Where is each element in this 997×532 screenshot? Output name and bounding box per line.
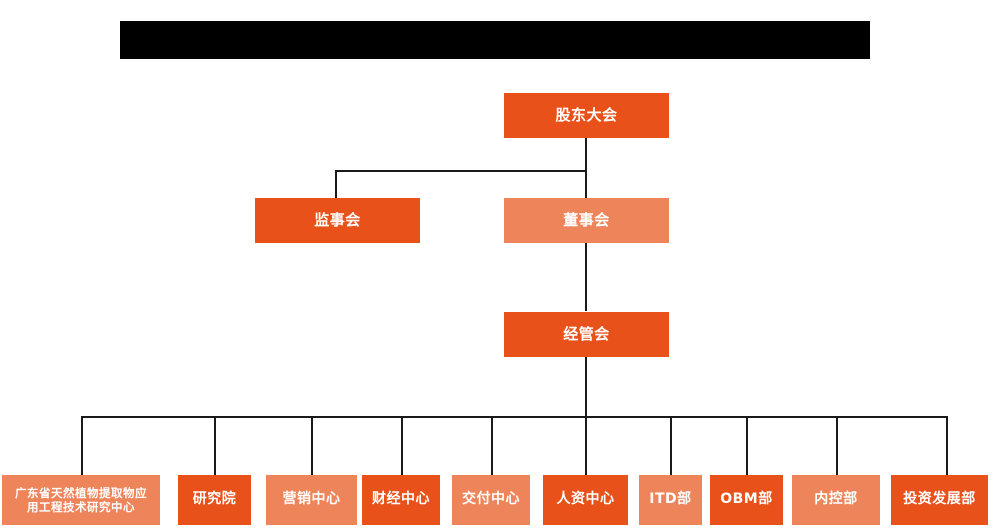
connector-drop-dept-7 xyxy=(670,416,672,475)
department-label-1: 广东省天然植物提取物应 用工程技术研究中心 xyxy=(15,485,147,514)
department-box-4[interactable]: 财经中心 xyxy=(362,475,440,525)
node-shareholders-meeting-label: 股东大会 xyxy=(555,106,618,125)
department-label-5: 交付中心 xyxy=(462,491,520,508)
connector-drop-dept-8 xyxy=(746,416,748,475)
redacted-title-bar xyxy=(120,21,870,59)
department-label-6: 人资中心 xyxy=(556,491,615,508)
connector-drop-dept-2 xyxy=(214,416,216,475)
node-board-of-directors-label: 董事会 xyxy=(563,211,610,230)
department-label-7: ITD部 xyxy=(649,491,692,508)
department-box-8[interactable]: OBM部 xyxy=(710,475,783,525)
department-box-7[interactable]: ITD部 xyxy=(639,475,702,525)
node-board-of-directors[interactable]: 董事会 xyxy=(504,198,669,243)
connector-drop-dept-3 xyxy=(311,416,313,475)
department-label-3: 营销中心 xyxy=(282,491,341,508)
department-box-10[interactable]: 投资发展部 xyxy=(891,475,988,525)
connector-management-to-bus xyxy=(585,357,587,417)
node-shareholders-meeting[interactable]: 股东大会 xyxy=(504,93,669,138)
department-box-6[interactable]: 人资中心 xyxy=(543,475,628,525)
node-management-committee[interactable]: 经管会 xyxy=(504,312,669,357)
department-box-5[interactable]: 交付中心 xyxy=(452,475,530,525)
connector-directors-to-management xyxy=(585,243,587,311)
connector-department-bus xyxy=(81,416,947,418)
connector-drop-dept-10 xyxy=(946,416,948,475)
node-board-of-supervisors-label: 监事会 xyxy=(314,211,361,230)
connector-branch-to-supervisors xyxy=(335,170,586,172)
department-label-4: 财经中心 xyxy=(372,491,430,508)
connector-drop-dept-9 xyxy=(836,416,838,475)
connector-drop-dept-5 xyxy=(491,416,493,475)
connector-drop-dept-4 xyxy=(401,416,403,475)
department-label-8: OBM部 xyxy=(720,491,773,508)
department-box-9[interactable]: 内控部 xyxy=(792,475,880,525)
department-box-3[interactable]: 营销中心 xyxy=(266,475,357,525)
connector-drop-dept-6 xyxy=(585,416,587,475)
connector-drop-dept-1 xyxy=(81,416,83,475)
department-label-9: 内控部 xyxy=(814,491,858,508)
department-label-2: 研究院 xyxy=(192,491,237,508)
connector-shareholders-to-directors xyxy=(585,138,587,198)
department-box-1[interactable]: 广东省天然植物提取物应 用工程技术研究中心 xyxy=(2,475,160,525)
node-management-committee-label: 经管会 xyxy=(563,325,610,344)
department-box-2[interactable]: 研究院 xyxy=(178,475,251,525)
connector-drop-supervisors xyxy=(335,170,337,198)
department-label-10: 投资发展部 xyxy=(903,491,976,508)
node-board-of-supervisors[interactable]: 监事会 xyxy=(255,198,420,243)
